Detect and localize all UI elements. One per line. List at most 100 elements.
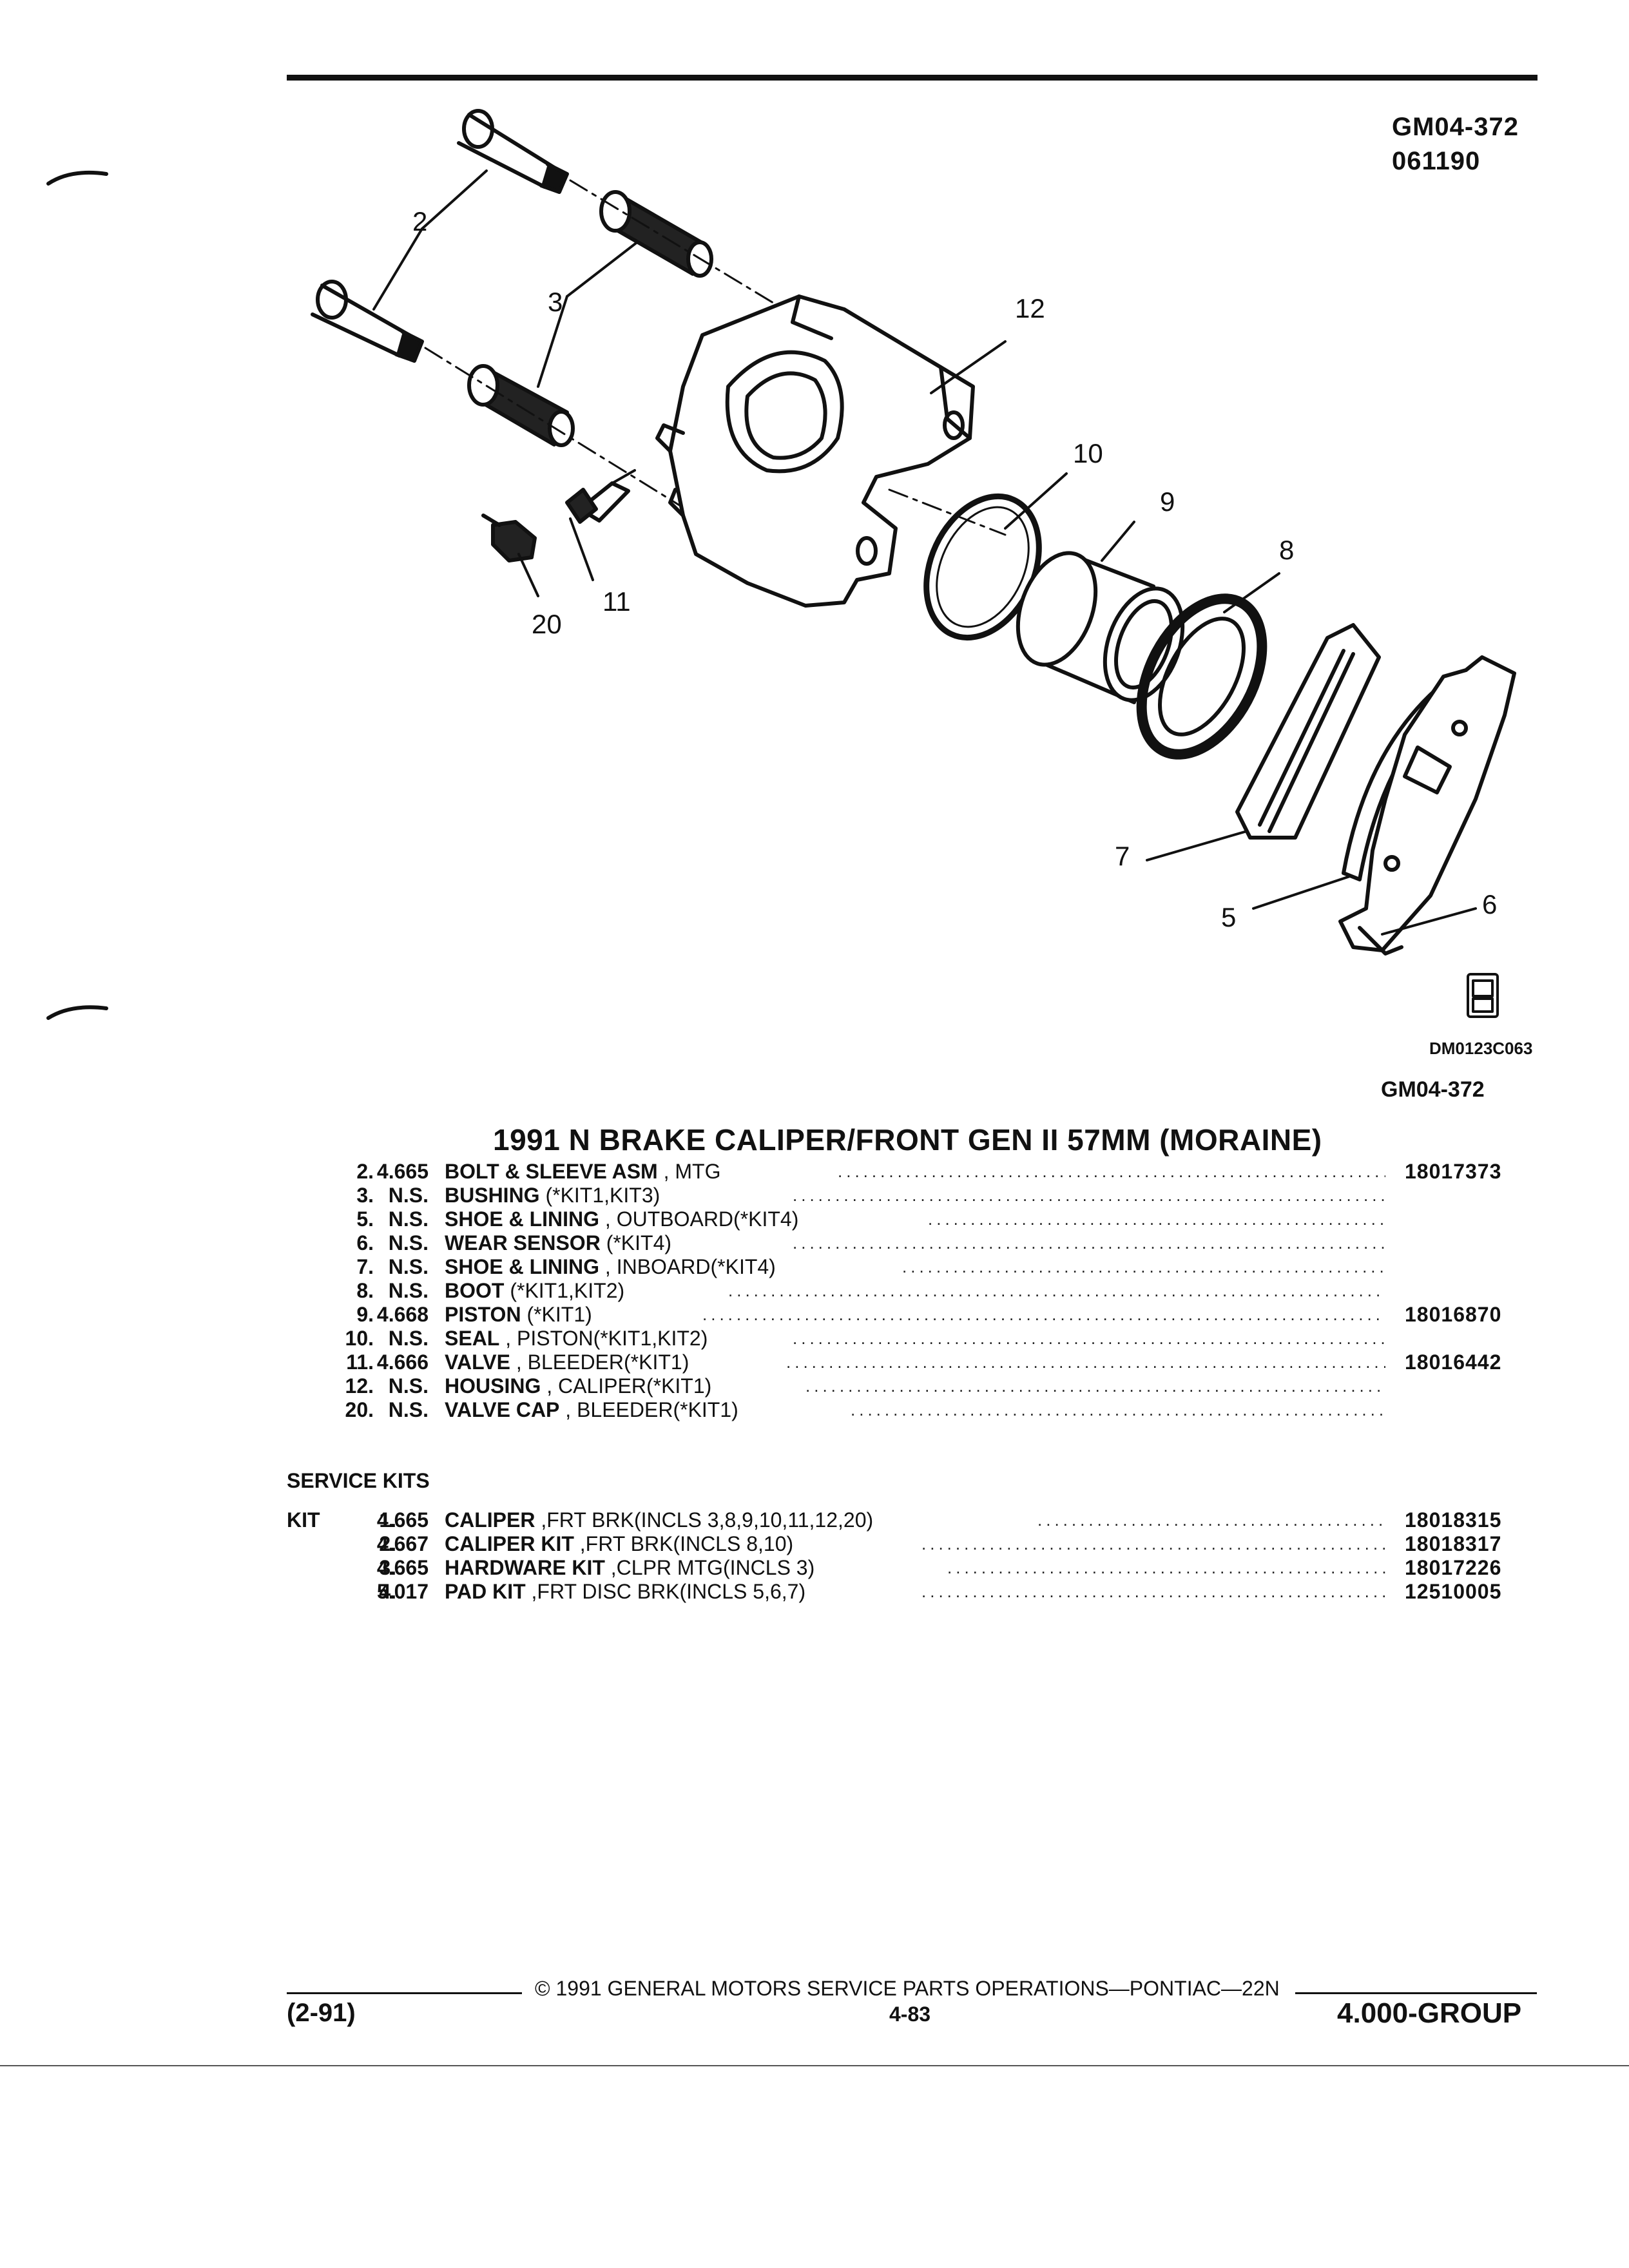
leader-dots: ........................................… [1037,1510,1385,1530]
binder-mark [46,1005,108,1020]
shoe-lining-inboard [1235,623,1381,840]
list-item: 9. 4.668 PISTON (*KIT1) ................… [342,1303,1547,1326]
leader-dots: ........................................… [902,1257,1385,1276]
leader-dots: ........................................… [921,1534,1385,1553]
item-name: SHOE & LINING [445,1255,600,1278]
kit-description: PAD KIT ,FRT DISC BRK(INCLS 5,6,7) [445,1580,805,1603]
item-description: SHOE & LINING , INBOARD(*KIT4) [445,1255,776,1278]
top-rule [287,75,1537,81]
kit-name: CALIPER [445,1508,535,1532]
group-number: N.S. [388,1327,429,1350]
group-number: N.S. [388,1374,429,1398]
service-kits-list: 1. 4.665 CALIPER ,FRT BRK(INCLS 3,8,9,10… [342,1508,1547,1611]
kit-number: 1. [379,1508,396,1532]
group-number: 5.017 [376,1580,429,1603]
kit-detail: ,FRT BRK(INCLS 3,8,9,10,11,12,20) [535,1508,874,1532]
group-number: 4.665 [376,1508,429,1532]
part-number: 18018317 [1405,1532,1502,1555]
group-number: 4.668 [376,1303,429,1326]
image-code: DM0123C063 [1429,1039,1533,1058]
kit-detail: ,CLPR MTG(INCLS 3) [604,1556,815,1579]
leader-dots: ........................................… [786,1352,1385,1372]
leader-dots: ........................................… [921,1582,1385,1601]
item-name: WEAR SENSOR [445,1231,601,1254]
item-name: SEAL [445,1327,500,1350]
item-description: HOUSING , CALIPER(*KIT1) [445,1374,711,1398]
part-number: 18018315 [1405,1508,1502,1532]
part-number: 18016442 [1405,1350,1502,1374]
figure-code: GM04-372 [1392,113,1519,141]
bushing-lower [467,364,575,447]
group-number: 4.666 [376,1350,429,1374]
item-name: BOLT & SLEEVE ASM [445,1160,658,1183]
service-kits-heading: SERVICE KITS [287,1469,430,1492]
item-description: SEAL , PISTON(*KIT1,KIT2) [445,1327,708,1350]
item-description: VALVE CAP , BLEEDER(*KIT1) [445,1398,738,1421]
kit-detail: ,FRT BRK(INCLS 8,10) [574,1532,794,1555]
item-name: HOUSING [445,1374,541,1398]
list-item: 4. 5.017 PAD KIT ,FRT DISC BRK(INCLS 5,6… [342,1580,1547,1603]
list-item: 3. 4.665 HARDWARE KIT ,CLPR MTG(INCLS 3)… [342,1556,1547,1579]
group-number: N.S. [388,1207,429,1231]
item-number: 8. [356,1279,374,1302]
item-number: 12. [345,1374,374,1398]
group-number: 4.665 [376,1160,429,1183]
item-number: 20. [345,1398,374,1421]
item-number: 7. [356,1255,374,1278]
item-detail: , BLEEDER(*KIT1) [559,1398,738,1421]
list-item: 11. 4.666 VALVE , BLEEDER(*KIT1) .......… [342,1350,1547,1374]
callout-6: 6 [1482,889,1498,919]
bleeder-valve [565,469,636,524]
kit-description: CALIPER ,FRT BRK(INCLS 3,8,9,10,11,12,20… [445,1508,873,1532]
leader-dots: ........................................… [851,1400,1385,1419]
item-detail: (*KIT1) [521,1303,592,1326]
leader-dots: ........................................… [793,1233,1385,1253]
list-item: 10. N.S. SEAL , PISTON(*KIT1,KIT2) .....… [342,1327,1547,1350]
caliper-housing [655,294,975,608]
item-number: 5. [356,1207,374,1231]
footer-rule-right [1295,1992,1537,1994]
item-number: 10. [345,1327,374,1350]
part-number: 18016870 [1405,1303,1502,1326]
item-detail: , BLEEDER(*KIT1) [510,1350,689,1374]
kit-description: HARDWARE KIT ,CLPR MTG(INCLS 3) [445,1556,815,1579]
item-description: WEAR SENSOR (*KIT4) [445,1231,671,1254]
leader-dots: ........................................… [793,1329,1385,1348]
leader-dots: ........................................… [947,1558,1385,1577]
kit-number: 2. [379,1532,396,1555]
callout-11: 11 [602,586,631,617]
group-number: 4.665 [376,1556,429,1579]
page-title: 1991 N BRAKE CALIPER/FRONT GEN II 57MM (… [493,1123,1322,1157]
item-number: 6. [356,1231,374,1254]
group-number: 4.667 [376,1532,429,1555]
item-number: 3. [356,1184,374,1207]
kit-detail: ,FRT DISC BRK(INCLS 5,6,7) [525,1580,806,1603]
group-number: N.S. [388,1184,429,1207]
figure-code-lower: GM04-372 [1381,1077,1485,1102]
group-number: N.S. [388,1255,429,1278]
binder-mark [46,170,108,186]
callout-20: 20 [532,609,562,639]
item-detail: , PISTON(*KIT1,KIT2) [499,1327,708,1350]
item-description: SHOE & LINING , OUTBOARD(*KIT4) [445,1207,798,1231]
item-number: 2. [356,1160,374,1183]
list-item: 12. N.S. HOUSING , CALIPER(*KIT1) ......… [342,1374,1547,1398]
item-detail: (*KIT4) [600,1231,672,1254]
leader-dots: ........................................… [838,1162,1385,1181]
gm-spo-logo-icon [1467,973,1499,1018]
leader-dots: ........................................… [728,1281,1385,1300]
part-number: 18017373 [1405,1160,1502,1183]
leader-dots: ........................................… [805,1376,1385,1396]
list-item: 2. 4.665 BOLT & SLEEVE ASM , MTG .......… [342,1160,1547,1183]
list-item: 3. N.S. BUSHING (*KIT1,KIT3) ...........… [342,1184,1547,1207]
list-item: 5. N.S. SHOE & LINING , OUTBOARD(*KIT4) … [342,1207,1547,1231]
list-item: 20. N.S. VALVE CAP , BLEEDER(*KIT1) ....… [342,1398,1547,1421]
kit-name: CALIPER KIT [445,1532,574,1555]
page-bottom-rule [0,2065,1629,2066]
kit-label: KIT [287,1508,320,1532]
item-detail: , MTG [657,1160,721,1183]
list-item: 6. N.S. WEAR SENSOR (*KIT4) ............… [342,1231,1547,1254]
callout-5: 5 [1221,902,1237,932]
item-detail: (*KIT1,KIT2) [504,1279,625,1302]
item-number: 9. [356,1303,374,1326]
